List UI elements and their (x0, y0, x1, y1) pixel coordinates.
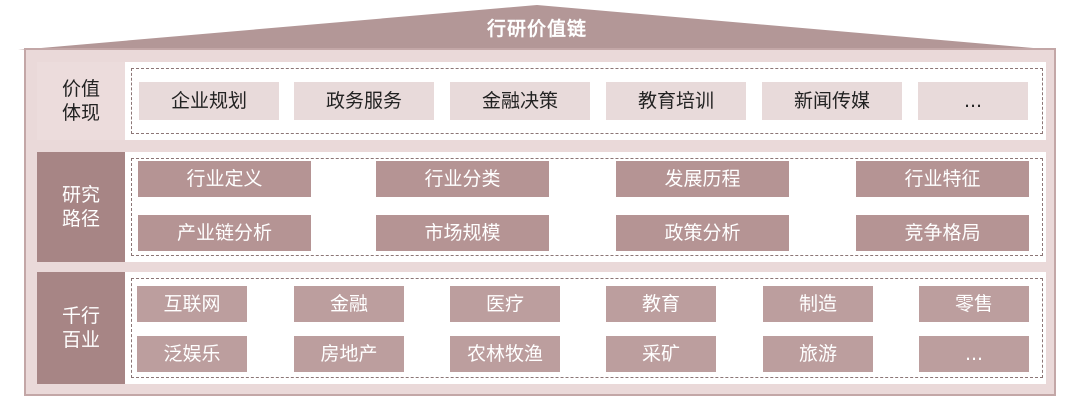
research-item: 政策分析 (616, 215, 789, 251)
section-label: 研究路径 (37, 152, 125, 262)
section-body (131, 278, 1043, 378)
industry-item: 医疗 (450, 286, 560, 322)
section-body (131, 68, 1043, 134)
section-label-text: 价值体现 (61, 78, 100, 124)
industry-item: 采矿 (606, 336, 716, 372)
value-item: 新闻传媒 (762, 82, 902, 120)
research-item: 行业定义 (138, 161, 311, 197)
industry-item: 房地产 (294, 336, 404, 372)
section-research: 研究路径 行业定义 行业分类 发展历程 行业特征 产业链分析 市场规模 政策分析… (37, 152, 1046, 262)
value-item: 教育培训 (606, 82, 746, 120)
section-label: 价值体现 (37, 62, 125, 140)
research-item: 行业特征 (856, 161, 1029, 197)
industry-item: 旅游 (763, 336, 873, 372)
value-item: 企业规划 (139, 82, 279, 120)
research-item: 产业链分析 (138, 215, 311, 251)
research-item: 竞争格局 (856, 215, 1029, 251)
section-industries: 千行百业 互联网 金融 医疗 教育 制造 零售 泛娱乐 房地产 农林牧渔 采矿 … (37, 272, 1046, 384)
value-item: 政务服务 (294, 82, 434, 120)
section-value: 价值体现 企业规划 政务服务 金融决策 教育培训 新闻传媒 ... (37, 62, 1046, 140)
value-item: 金融决策 (450, 82, 590, 120)
industry-item: ... (919, 336, 1029, 372)
research-item: 发展历程 (616, 161, 789, 197)
section-label: 千行百业 (37, 272, 125, 384)
industry-item: 制造 (763, 286, 873, 322)
industry-item: 互联网 (137, 286, 247, 322)
research-item: 市场规模 (376, 215, 549, 251)
diagram-title: 行研价值链 (486, 18, 587, 40)
section-label-text: 研究路径 (61, 184, 100, 230)
industry-item: 农林牧渔 (450, 336, 560, 372)
section-label-text: 千行百业 (61, 305, 100, 351)
research-item: 行业分类 (376, 161, 549, 197)
value-item: ... (918, 82, 1028, 120)
industry-item: 泛娱乐 (137, 336, 247, 372)
roof-shape (18, 5, 1056, 50)
industry-item: 教育 (606, 286, 716, 322)
industry-item: 零售 (919, 286, 1029, 322)
section-body (131, 158, 1043, 256)
industry-item: 金融 (294, 286, 404, 322)
